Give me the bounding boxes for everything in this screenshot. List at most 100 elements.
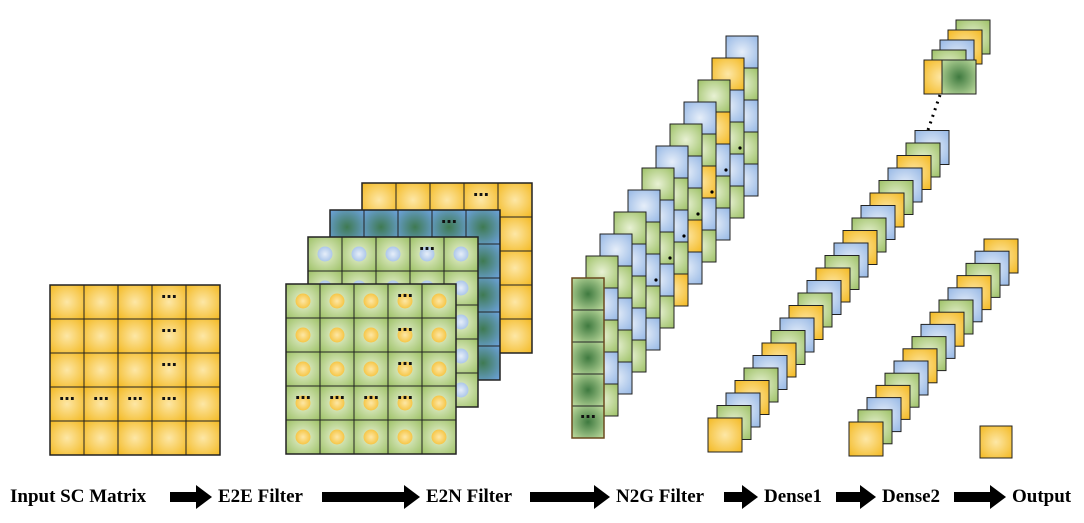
- arrow-head: [990, 485, 1006, 509]
- column-cell: [571, 373, 605, 407]
- arrow-shaft: [322, 492, 406, 502]
- column-cell: [571, 341, 605, 375]
- ellipsis-mark: …: [329, 384, 345, 403]
- cell-core: [397, 293, 413, 309]
- matrix-cell: [117, 420, 153, 456]
- cell-core: [431, 395, 447, 411]
- cell-core: [397, 395, 413, 411]
- arrow-shaft: [530, 492, 596, 502]
- matrix-cell: [49, 420, 85, 456]
- ellipsis-mark: …: [397, 316, 413, 335]
- cell-core: [295, 429, 311, 445]
- arrow-dense1-to-dense2: [836, 485, 876, 509]
- matrix-cell: [151, 284, 187, 320]
- matrix-border: [285, 283, 457, 455]
- column-border: [571, 277, 605, 439]
- matrix-cell: [185, 420, 221, 456]
- matrix-cell: [83, 352, 119, 388]
- arrow-head: [404, 485, 420, 509]
- input-sc-matrix: …………………: [49, 283, 221, 456]
- cell-core: [295, 293, 311, 309]
- dot-mark: [738, 146, 742, 150]
- label-input-sc-matrix: Input SC Matrix: [10, 486, 147, 507]
- ellipsis-mark: …: [161, 283, 177, 302]
- dense1-stack: [707, 130, 950, 453]
- dot-mark: [654, 278, 658, 282]
- cell-core: [329, 395, 345, 411]
- ellipsis-mark: …: [473, 181, 489, 200]
- ellipsis-mark: …: [295, 384, 311, 403]
- dot-mark: [668, 256, 672, 260]
- matrix-cell: [497, 250, 533, 286]
- matrix-cell: [185, 352, 221, 388]
- matrix-cell: [151, 420, 187, 456]
- dot-mark: [710, 190, 714, 194]
- dot-mark: [696, 212, 700, 216]
- matrix-cell: [117, 284, 153, 320]
- matrix-cell: [497, 318, 533, 354]
- ellipsis-mark: …: [419, 235, 435, 254]
- ellipsis-mark: …: [93, 385, 109, 404]
- label-dense1: Dense1: [764, 486, 823, 507]
- cell-core: [363, 293, 379, 309]
- cell-core: [431, 327, 447, 343]
- cell-core: [453, 246, 469, 262]
- matrix-cell: [83, 284, 119, 320]
- arrow-dense2-to-output: [954, 485, 1006, 509]
- cell-core: [295, 327, 311, 343]
- cell-core: [453, 280, 469, 296]
- column-cell: [571, 277, 605, 311]
- matrix-cell: [185, 318, 221, 354]
- arrow-shaft: [724, 492, 744, 502]
- ellipsis-mark: …: [441, 208, 457, 227]
- cell-core: [385, 246, 401, 262]
- cell-core: [431, 361, 447, 377]
- matrix-cell: [49, 284, 85, 320]
- dense-unit: [848, 421, 884, 457]
- ellipsis-mark: …: [580, 403, 596, 422]
- matrix-cell: [497, 284, 533, 320]
- arrow-n2g-to-dense1: [724, 485, 758, 509]
- arrow-shaft: [836, 492, 862, 502]
- cell-core: [363, 361, 379, 377]
- arrow-head: [742, 485, 758, 509]
- arrow-shaft: [954, 492, 992, 502]
- matrix-cell: [49, 318, 85, 354]
- cell-core: [397, 327, 413, 343]
- n2g-column-0: …: [571, 277, 605, 439]
- matrix-cell: [117, 386, 153, 422]
- arrow-e2e-to-e2n: [322, 485, 420, 509]
- dot-mark: [724, 168, 728, 172]
- cell-core: [453, 314, 469, 330]
- cell-core: [363, 327, 379, 343]
- cell-core: [329, 293, 345, 309]
- arrow-shaft: [170, 492, 198, 502]
- ellipsis-mark: …: [59, 385, 75, 404]
- cell-core: [397, 361, 413, 377]
- label-output: Output: [1012, 486, 1072, 507]
- cell-core: [295, 361, 311, 377]
- dense-unit: [707, 417, 743, 453]
- cell-core: [351, 246, 367, 262]
- cell-core: [295, 395, 311, 411]
- matrix-cell: [49, 352, 85, 388]
- matrix-cell: [151, 318, 187, 354]
- ellipsis-mark: …: [363, 384, 379, 403]
- cell-core: [329, 361, 345, 377]
- cell-core: [419, 246, 435, 262]
- cell-core: [363, 429, 379, 445]
- ellipsis-mark: …: [397, 384, 413, 403]
- arrow-head: [196, 485, 212, 509]
- arrow-e2n-to-n2g: [530, 485, 610, 509]
- continuation-dots: [926, 94, 942, 131]
- matrix-cell: [497, 216, 533, 252]
- arrow-head: [860, 485, 876, 509]
- arrow-input-to-e2e: [170, 485, 212, 509]
- cell-core: [453, 382, 469, 398]
- matrix-cell: [117, 318, 153, 354]
- matrix-cell: [83, 420, 119, 456]
- label-dense2: Dense2: [882, 486, 941, 507]
- label-e2e-filter: E2E Filter: [218, 486, 303, 507]
- matrix-cell: [497, 182, 533, 218]
